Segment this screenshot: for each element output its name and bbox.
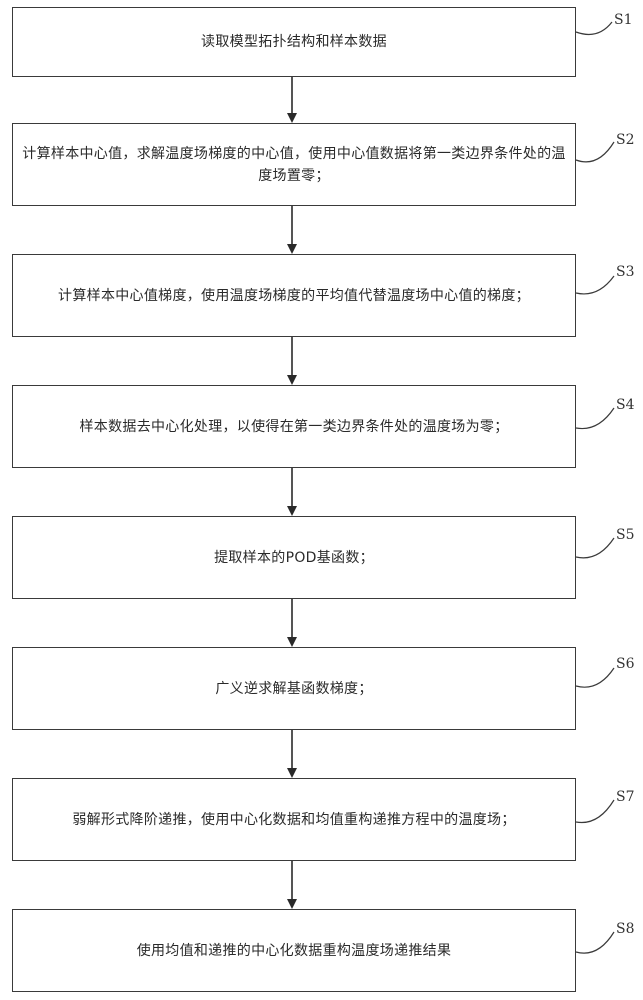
step-box-s6: 广义逆求解基函数梯度；	[12, 647, 576, 730]
leader-s7	[575, 799, 615, 824]
leader-s6	[575, 667, 615, 688]
step-label-s8: S8	[616, 921, 635, 937]
step-box-s1: 读取模型拓扑结构和样本数据	[12, 7, 576, 77]
leader-s5	[575, 537, 615, 559]
step-box-s5: 提取样本的POD基函数；	[12, 516, 576, 599]
step-label-s6: S6	[616, 656, 635, 672]
leader-s4	[575, 407, 615, 430]
step-label-s2: S2	[616, 132, 635, 148]
step-text-s1: 读取模型拓扑结构和样本数据	[201, 34, 387, 50]
leader-s8	[575, 931, 615, 954]
step-box-s7: 弱解形式降阶递推，使用中心化数据和均值重构递推方程中的温度场；	[12, 778, 576, 861]
step-label-s7: S7	[616, 789, 635, 805]
step-text-s3: 计算样本中心值梯度，使用温度场梯度的平均值代替温度场中心值的梯度；	[58, 287, 530, 304]
leader-s2	[575, 141, 615, 163]
step-text-s4: 样本数据去中心化处理，以使得在第一类边界条件处的温度场为零；	[79, 418, 509, 435]
step-box-s4: 样本数据去中心化处理，以使得在第一类边界条件处的温度场为零；	[12, 385, 576, 468]
step-box-s8: 使用均值和递推的中心化数据重构温度场递推结果	[12, 909, 576, 992]
step-text-s5: 提取样本的POD基函数；	[214, 549, 374, 566]
step-label-s1: S1	[614, 12, 633, 28]
step-label-s5: S5	[616, 527, 635, 543]
step-text-s7: 弱解形式降阶递推，使用中心化数据和均值重构递推方程中的温度场；	[72, 811, 516, 828]
step-text-s8: 使用均值和递推的中心化数据重构温度场递推结果	[136, 942, 452, 959]
leader-s1	[575, 21, 613, 35]
step-label-s3: S3	[616, 264, 635, 280]
leader-s3	[575, 275, 615, 295]
step-box-s3: 计算样本中心值梯度，使用温度场梯度的平均值代替温度场中心值的梯度；	[12, 254, 576, 337]
step-label-s4: S4	[616, 397, 635, 413]
step-text-s6: 广义逆求解基函数梯度；	[215, 680, 373, 697]
step-text-s2: 计算样本中心值，求解温度场梯度的中心值，使用中心值数据将第一类边界条件处的温度场…	[22, 145, 566, 184]
step-box-s2: 计算样本中心值，求解温度场梯度的中心值，使用中心值数据将第一类边界条件处的温度场…	[12, 123, 576, 206]
